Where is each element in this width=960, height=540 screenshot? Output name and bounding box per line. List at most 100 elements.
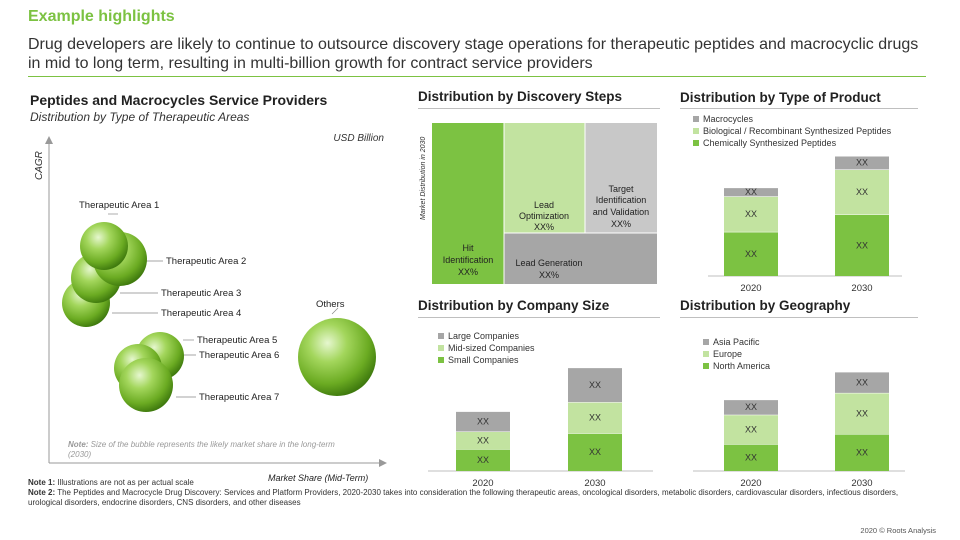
bar-label-macrocycles-2030: XX [856,158,868,168]
note-2-bold: Note 2: [28,488,56,497]
y-axis-label: CAGR [34,151,45,180]
discovery-steps-title: Distribution by Discovery Steps [418,89,623,104]
bar-label-small-companies-2030: XX [589,447,601,457]
legend-swatch-europe [703,351,709,357]
treemap-label-lead-opt-1: Lead [534,200,554,210]
label-therapeutic-area-3: Therapeutic Area 3 [161,288,242,299]
bar-label-small-companies-2020: XX [477,455,489,465]
treemap-value-target: XX% [611,219,631,229]
note-2: Note 2: The Peptides and Macrocycle Drug… [28,488,928,508]
legend-label-north-america: North America [713,361,770,371]
bar-large-companies-2020 [456,411,510,432]
x-axis-label: Market Share (Mid-Term) [268,473,369,483]
treemap-label-target-1: Target [608,184,634,194]
bubble-others [298,318,376,396]
bar-chemically-synthesized-peptides-2020 [724,231,778,276]
bar-label-chemically-synthesized-peptides-2020: XX [745,249,757,259]
x-tick-2030: 2030 [851,478,872,489]
bar-biological-recombinant-synthesized-peptides-2020 [724,196,778,232]
legend-label-large-companies: Large Companies [448,331,520,341]
x-tick-2020: 2020 [740,478,761,489]
bar-asia-pacific-2020 [724,399,778,415]
bubble-therapeutic-area-7 [119,358,173,412]
bar-label-chemically-synthesized-peptides-2030: XX [856,240,868,250]
legend-label-chemically-synthesized-peptides: Chemically Synthesized Peptides [703,138,837,148]
bar-chemically-synthesized-peptides-2030 [835,214,889,276]
legend-swatch-mid-sized-companies [438,345,444,351]
bar-macrocycles-2030 [835,156,889,170]
label-others: Others [316,299,345,310]
legend-swatch-chemically-synthesized-peptides [693,140,699,146]
bar-label-biological-recombinant-synthesized-peptides-2020: XX [745,209,757,219]
bubble-chart: CAGR [34,136,387,467]
bar-north-america-2030 [835,434,889,471]
x-tick-2020: 2020 [472,478,493,489]
bar-north-america-2020 [724,444,778,471]
leader-lines [108,213,339,398]
bar-label-asia-pacific-2020: XX [745,402,757,412]
company-size-title: Distribution by Company Size [418,298,610,313]
bar-label-large-companies-2020: XX [477,416,489,426]
bar-label-biological-recombinant-synthesized-peptides-2030: XX [856,187,868,197]
bar-biological-recombinant-synthesized-peptides-2030 [835,169,889,215]
x-tick-2030: 2030 [851,283,872,294]
bubble-panel-title: Peptides and Macrocycles Service Provide… [30,92,328,108]
header-divider [28,76,926,77]
treemap-cell-target-identification [585,123,657,233]
treemap-value-hit: XX% [458,267,478,277]
treemap-label-lead-opt-2: Optimization [519,211,569,221]
bar-europe-2030 [835,392,889,435]
x-tick-2030: 2030 [584,478,605,489]
bar-label-mid-sized-companies-2020: XX [477,435,489,445]
bar-label-macrocycles-2020: XX [745,187,757,197]
bar-label-asia-pacific-2030: XX [856,377,868,387]
note-1-text: Illustrations are not as per actual scal… [55,478,194,487]
unit-label: USD Billion [333,133,384,144]
bar-asia-pacific-2030 [835,371,889,393]
legend-label-asia-pacific: Asia Pacific [713,337,760,347]
legend-swatch-biological-recombinant-synthesized-peptides [693,128,699,134]
label-therapeutic-area-5: Therapeutic Area 5 [197,335,278,346]
product-underline [680,108,918,109]
section-label: Example highlights [28,8,175,25]
legend-swatch-north-america [703,363,709,369]
label-therapeutic-area-7: Therapeutic Area 7 [199,392,280,403]
bar-europe-2020 [724,414,778,445]
treemap-value-lead-gen: XX% [539,270,559,280]
treemap-cell-hit-identification [432,123,504,284]
treemap-label-target-3: and Validation [593,207,649,217]
treemap-label-hit-1: Hit [463,243,474,253]
discovery-steps-underline [418,108,660,109]
bar-small-companies-2020 [456,449,510,471]
bubble-panel-subtitle: Distribution by Type of Therapeutic Area… [30,110,250,124]
company-size-underline [418,317,660,318]
bar-mid-sized-companies-2030 [568,402,622,434]
note-2-text: The Peptides and Macrocycle Drug Discove… [28,488,899,507]
legend-label-small-companies: Small Companies [448,355,519,365]
discovery-steps-ylabel: Market Distribution in 2030 [420,136,427,220]
treemap-label-target-2: Identification [596,195,647,205]
bubble-therapeutic-area-1 [80,222,128,270]
bar-macrocycles-2020 [724,187,778,197]
bar-label-north-america-2030: XX [856,448,868,458]
label-therapeutic-area-4: Therapeutic Area 4 [161,308,242,319]
label-therapeutic-area-6: Therapeutic Area 6 [199,350,280,361]
legend-swatch-asia-pacific [703,339,709,345]
bar-small-companies-2030 [568,433,622,471]
bar-mid-sized-companies-2020 [456,431,510,450]
geography-title: Distribution by Geography [680,298,851,313]
legend-swatch-macrocycles [693,116,699,122]
legend-label-macrocycles: Macrocycles [703,114,754,124]
treemap-value-lead-opt: XX% [534,222,554,232]
discovery-steps-treemap: Hit Identification XX% Lead Optimization… [432,123,657,284]
legend-label-biological-recombinant-synthesized-peptides: Biological / Recombinant Synthesized Pep… [703,126,892,136]
bubble-note: Note: Size of the bubble represents the … [68,440,358,460]
treemap-cell-lead-generation [504,233,657,284]
bar-label-large-companies-2030: XX [589,380,601,390]
bar-label-europe-2030: XX [856,408,868,418]
bar-label-europe-2020: XX [745,424,757,434]
label-therapeutic-area-2: Therapeutic Area 2 [166,256,247,267]
